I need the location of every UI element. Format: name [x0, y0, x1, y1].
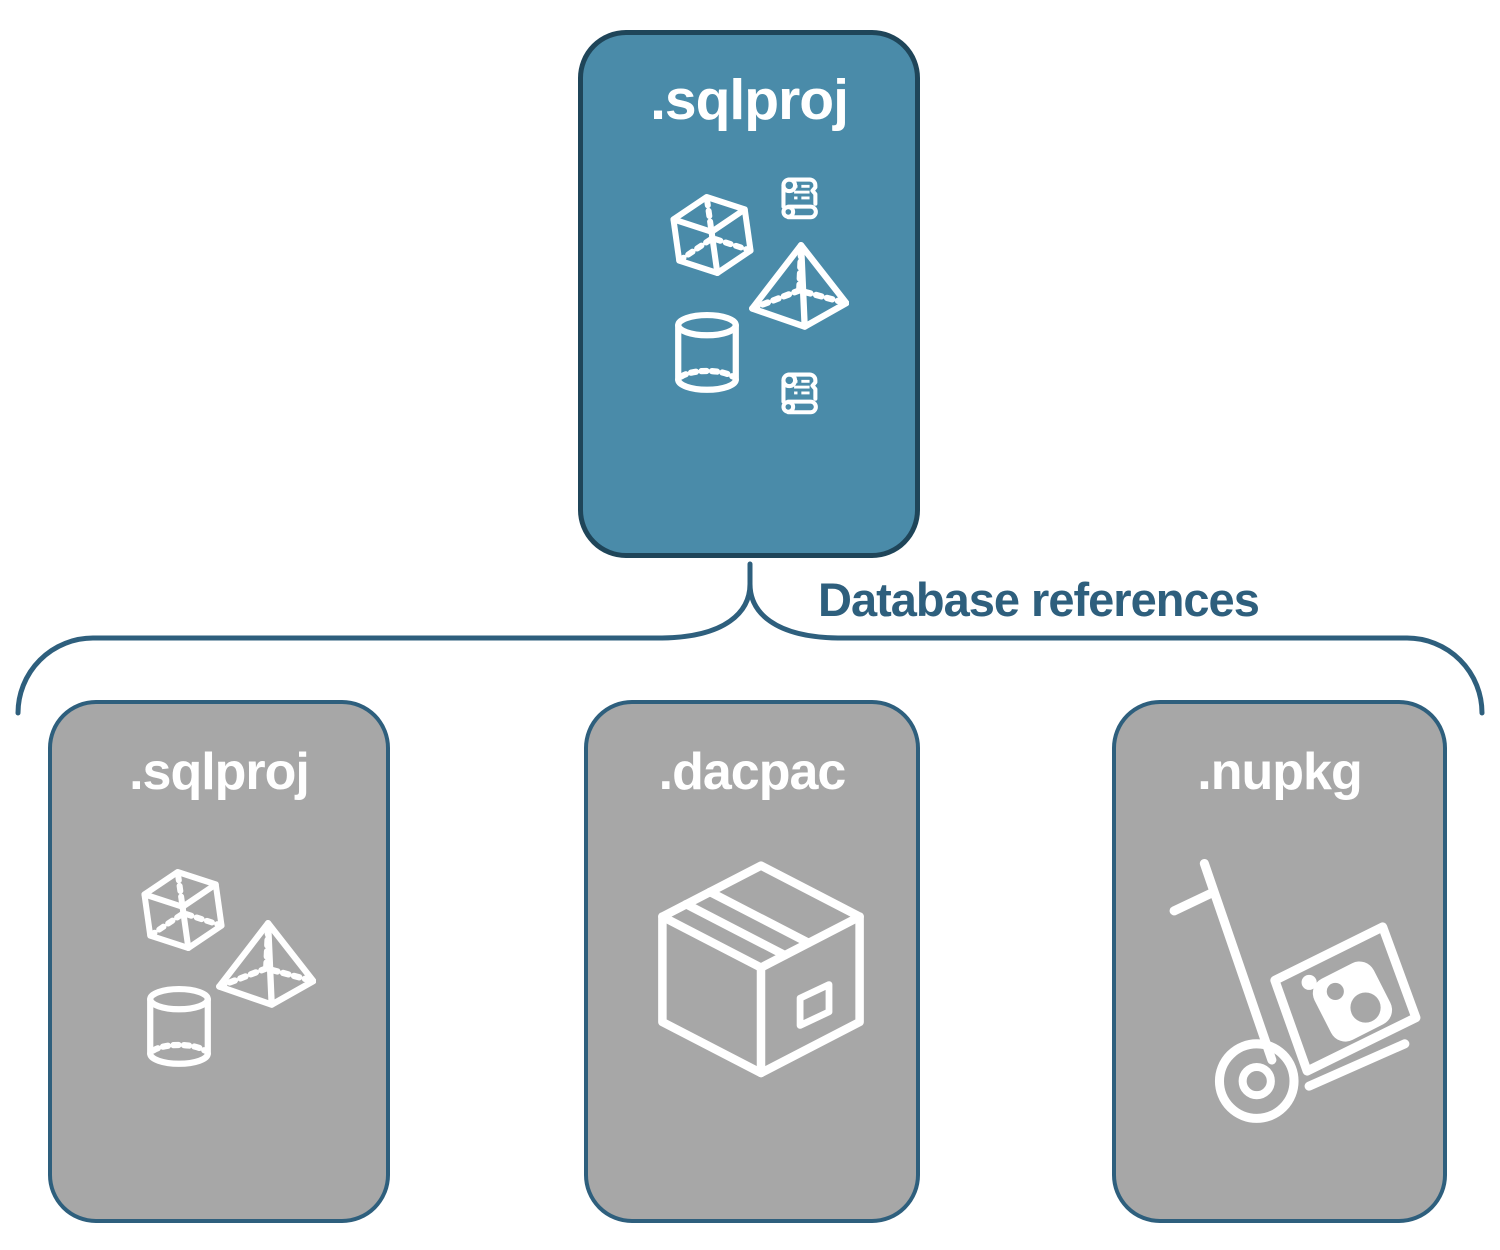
package-box-icon — [642, 840, 880, 1102]
node-title: .sqlproj — [650, 68, 849, 132]
scroll-icon — [768, 360, 826, 420]
node-sqlproj-root: .sqlproj — [578, 30, 920, 558]
cylinder-icon — [144, 984, 214, 1068]
cylinder-icon — [672, 310, 742, 394]
node-title: .nupkg — [1197, 743, 1362, 801]
scroll-icon — [768, 165, 826, 225]
pyramid-icon — [745, 238, 849, 332]
node-nupkg: .nupkg — [1112, 700, 1447, 1223]
connector-label: Database references — [818, 573, 1260, 626]
node-dacpac: .dacpac — [584, 700, 920, 1223]
hand-truck-package-icon — [1156, 846, 1428, 1154]
node-title: .dacpac — [658, 743, 847, 801]
node-title: .sqlproj — [129, 743, 310, 801]
pyramid-icon — [212, 916, 316, 1010]
node-sqlproj-child: .sqlproj — [48, 700, 390, 1223]
